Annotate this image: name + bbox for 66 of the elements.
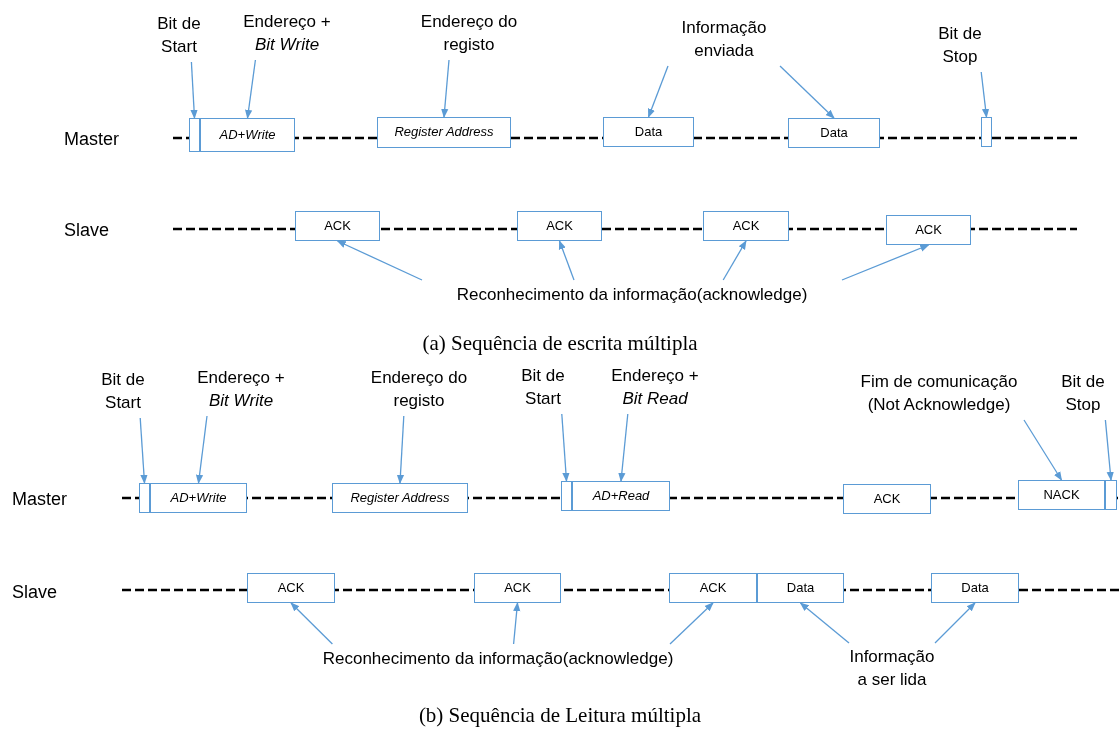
leader-arrow	[722, 240, 747, 281]
bit-box	[1105, 480, 1117, 510]
callout-text: Endereço do registo	[408, 10, 530, 58]
leader-arrow	[558, 240, 575, 281]
frame-box: AD+Write	[150, 483, 247, 513]
leader-arrow	[441, 59, 450, 118]
callout-text: Bit de Start	[92, 368, 154, 416]
callout-text: Reconhecimento da informação(acknowledge)	[418, 282, 846, 308]
frame-box: Data	[788, 118, 880, 148]
frame-box: AD+Write	[200, 118, 295, 152]
lane-label: Master	[12, 488, 68, 511]
lane-label: Slave	[64, 219, 111, 242]
leader-arrow	[139, 417, 148, 484]
frame-box: ACK	[295, 211, 380, 241]
frame-box: ACK	[474, 573, 561, 603]
leader-arrow	[669, 602, 714, 645]
frame-box: ACK	[886, 215, 971, 245]
callout-text: Endereço + Bit Write	[232, 10, 342, 58]
callout-text: Informação enviada	[664, 16, 784, 64]
frame-box: ACK	[669, 573, 757, 603]
frame-box: ACK	[843, 484, 931, 514]
frame-box: Data	[931, 573, 1019, 603]
leader-arrow	[336, 240, 423, 281]
bit-box	[139, 483, 150, 513]
leader-arrow	[841, 244, 930, 281]
frame-box: NACK	[1018, 480, 1105, 510]
frame-box: ACK	[517, 211, 602, 241]
callout-text: Fim de comunicação (Not Acknowledge)	[850, 370, 1028, 418]
leader-arrow	[561, 413, 570, 482]
leader-arrow	[799, 602, 850, 644]
frame-box: Data	[757, 573, 844, 603]
leader-arrow	[779, 65, 835, 119]
leader-arrow	[1104, 419, 1114, 481]
callout-text: Bit de Stop	[928, 22, 992, 70]
lane-label: Slave	[12, 581, 59, 604]
callout-text: Endereço + Bit Write	[186, 366, 296, 414]
frame-box: Register Address	[332, 483, 468, 513]
leader-arrow	[290, 602, 334, 645]
leader-arrow	[1023, 419, 1063, 481]
callout-text: Endereço do registo	[358, 366, 480, 414]
callout-text: Bit de Stop	[1052, 370, 1114, 418]
frame-box: ACK	[703, 211, 789, 241]
callout-text: Reconhecimento da informação(acknowledge)	[280, 646, 716, 672]
leader-arrow	[934, 602, 976, 644]
leader-arrow	[512, 602, 521, 645]
leader-arrow	[647, 65, 669, 118]
leader-arrow	[195, 415, 208, 484]
figure-caption: (b) Sequência de Leitura múltipla	[417, 702, 703, 729]
bit-box	[561, 481, 572, 511]
frame-box: ACK	[247, 573, 335, 603]
callout-text: Informação a ser lida	[845, 645, 939, 693]
callout-text: Bit de Start	[148, 12, 210, 60]
frame-box: Data	[603, 117, 694, 147]
leader-arrow	[618, 413, 629, 482]
callout-text: Bit de Start	[512, 364, 574, 412]
callout-text: Endereço + Bit Read	[600, 364, 710, 412]
bit-box	[189, 118, 200, 152]
figure-caption: (a) Sequência de escrita múltipla	[421, 330, 699, 357]
bit-box	[981, 117, 992, 147]
leader-arrow	[190, 61, 198, 119]
frame-box: Register Address	[377, 117, 511, 148]
leader-arrow	[396, 415, 405, 484]
lane-label: Master	[64, 128, 120, 151]
leader-arrow	[980, 71, 990, 118]
frame-box: AD+Read	[572, 481, 670, 511]
leader-arrow	[245, 59, 257, 119]
